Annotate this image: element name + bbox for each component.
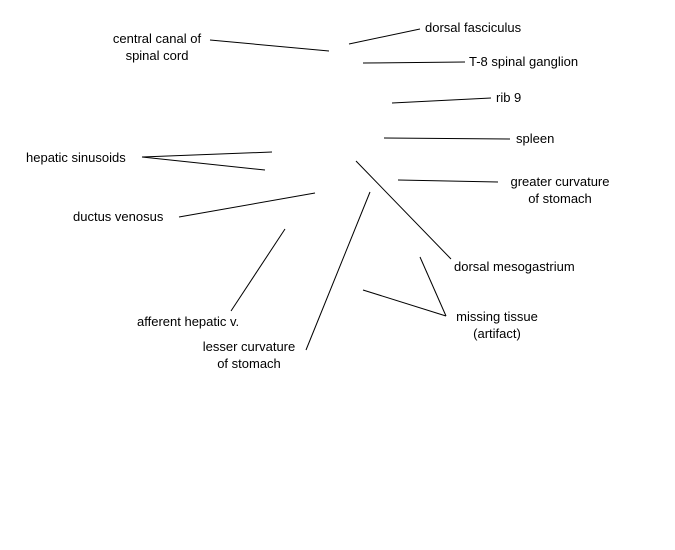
leader-dorsal-fasciculus — [348, 28, 421, 45]
label-lesser-curvature: lesser curvature of stomach — [202, 339, 296, 371]
leader-rib-9 — [391, 97, 492, 104]
leader-t8-spinal-ganglion — [362, 61, 466, 64]
label-afferent-hepatic-v: afferent hepatic v. — [137, 314, 240, 329]
label-rib-9: rib 9 — [496, 90, 522, 105]
label-t8-spinal-ganglion: T-8 spinal ganglion — [469, 54, 579, 69]
leader-missing-tissue-b — [419, 256, 447, 317]
leader-greater-curvature — [397, 179, 499, 183]
leader-dorsal-mesogastrium — [355, 160, 452, 260]
label-ductus-venosus: ductus venosus — [73, 209, 164, 224]
leader-lesser-curvature — [305, 191, 371, 351]
label-dorsal-fasciculus: dorsal fasciculus — [425, 20, 522, 35]
label-dorsal-mesogastrium: dorsal mesogastrium — [454, 259, 575, 274]
label-greater-curvature: greater curvature of stomach — [510, 174, 610, 206]
leader-central-canal — [209, 39, 330, 52]
label-missing-tissue: missing tissue (artifact) — [456, 309, 538, 341]
label-central-canal: central canal of spinal cord — [112, 31, 202, 63]
leader-hepatic-sinusoids-upper — [141, 151, 273, 158]
label-spleen: spleen — [516, 131, 555, 146]
leader-spleen — [383, 137, 511, 140]
leader-ductus-venosus — [178, 192, 316, 218]
leader-afferent-hepatic-v — [230, 228, 286, 312]
leader-hepatic-sinusoids-lower — [141, 156, 266, 171]
leader-missing-tissue-a — [362, 289, 447, 317]
label-hepatic-sinusoids: hepatic sinusoids — [26, 150, 126, 165]
